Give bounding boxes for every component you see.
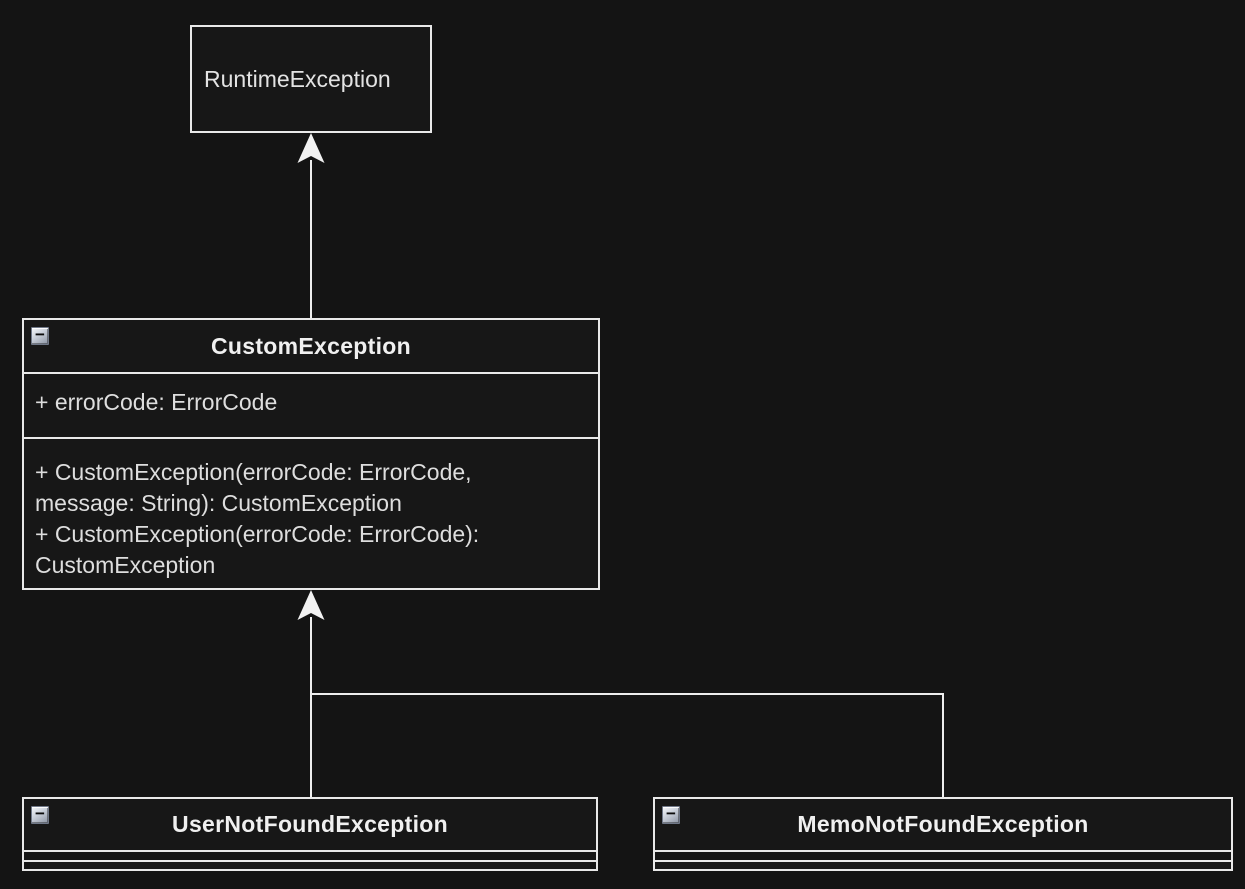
class-memo-not-found-exception[interactable]: − MemoNotFoundException bbox=[653, 797, 1233, 871]
minus-icon: − bbox=[666, 803, 676, 823]
class-title: CustomException bbox=[210, 332, 412, 359]
minus-icon: − bbox=[35, 803, 45, 823]
methods-compartment-empty bbox=[24, 860, 596, 869]
methods-compartment-empty bbox=[655, 860, 1231, 869]
class-header: − CustomException bbox=[24, 320, 598, 372]
attributes-compartment-empty bbox=[24, 850, 596, 860]
connector-memo-to-custom bbox=[310, 617, 944, 797]
class-header: − UserNotFoundException bbox=[24, 799, 596, 850]
class-title: RuntimeException bbox=[204, 65, 391, 92]
class-user-not-found-exception[interactable]: − UserNotFoundException bbox=[22, 797, 598, 871]
attribute-item: + errorCode: ErrorCode bbox=[35, 389, 278, 415]
methods-compartment: + CustomException(errorCode: ErrorCode, … bbox=[24, 437, 598, 588]
class-title: MemoNotFoundException bbox=[797, 811, 1089, 837]
generalization-arrowhead-custom bbox=[297, 590, 325, 620]
class-custom-exception[interactable]: − CustomException + errorCode: ErrorCode… bbox=[22, 318, 600, 590]
method-item: + CustomException(errorCode: ErrorCode, … bbox=[35, 459, 472, 516]
method-item: + CustomException(errorCode: ErrorCode):… bbox=[35, 521, 480, 578]
class-title: UserNotFoundException bbox=[172, 811, 448, 837]
collapse-icon[interactable]: − bbox=[31, 803, 49, 824]
generalization-arrowhead-runtime bbox=[297, 133, 325, 163]
collapse-icon[interactable]: − bbox=[31, 324, 49, 345]
class-header: − MemoNotFoundException bbox=[655, 799, 1231, 850]
attributes-compartment: + errorCode: ErrorCode bbox=[24, 372, 598, 437]
minus-icon: − bbox=[35, 324, 45, 344]
class-runtime-exception[interactable]: RuntimeException bbox=[190, 25, 432, 133]
attributes-compartment-empty bbox=[655, 850, 1231, 860]
collapse-icon[interactable]: − bbox=[662, 803, 680, 824]
